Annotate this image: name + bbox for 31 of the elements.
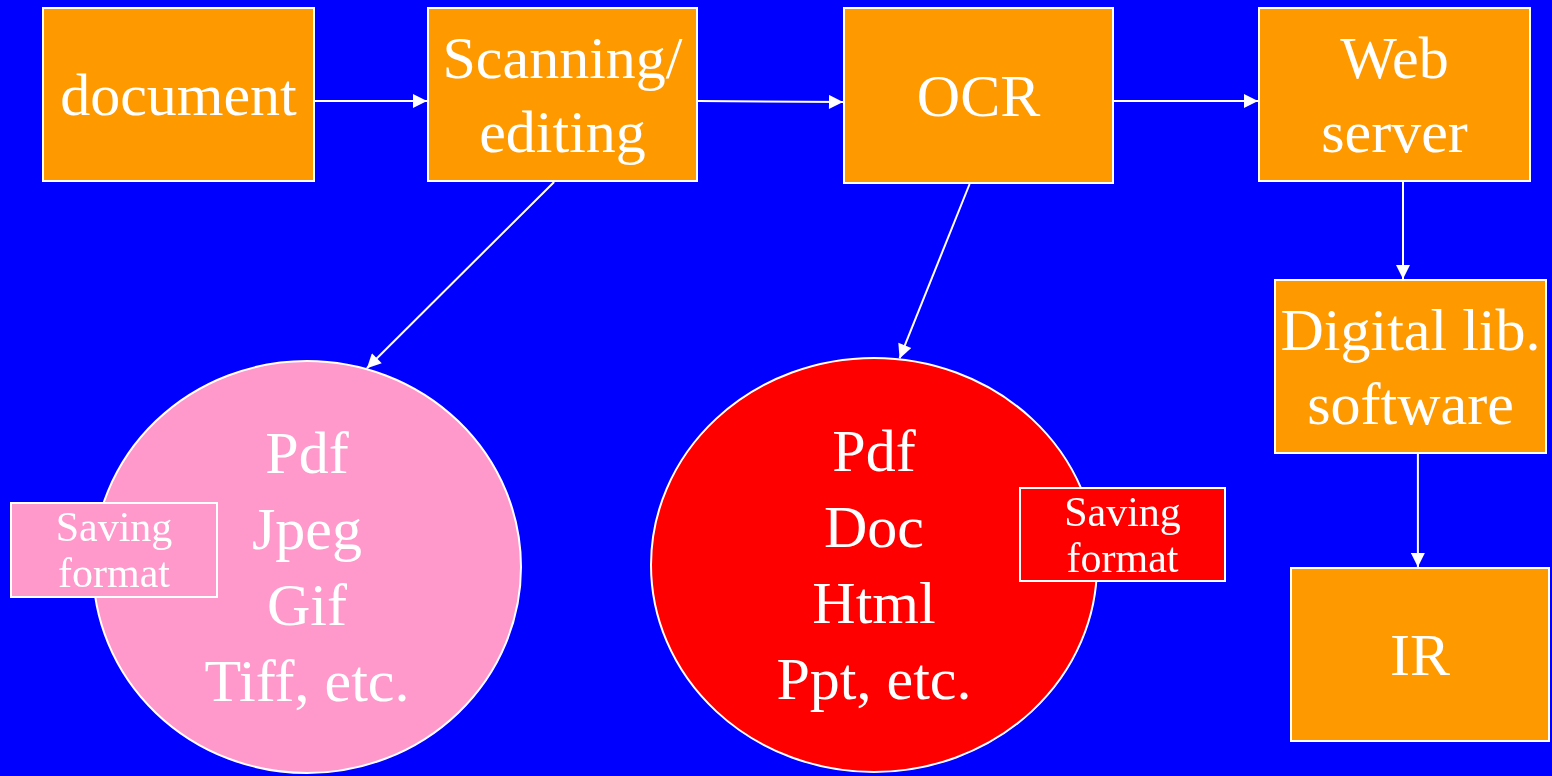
process-box — [1274, 279, 1547, 454]
process-box — [1258, 7, 1531, 182]
note-box — [10, 502, 218, 598]
process-box — [1290, 567, 1550, 742]
process-box — [427, 7, 698, 182]
format-label: Pdf — [265, 419, 349, 488]
note-box — [1019, 487, 1226, 582]
process-box — [42, 7, 315, 182]
format-label: Tiff, etc. — [204, 647, 410, 716]
node-label: OCR — [916, 61, 1041, 131]
node-label: Saving format — [1063, 488, 1182, 581]
arrow — [1410, 453, 1425, 568]
format-label: Pdf — [832, 417, 916, 486]
arrow — [697, 94, 844, 109]
node-label: IR — [1390, 620, 1450, 690]
format-label: Ppt, etc. — [776, 645, 972, 714]
format-label: Gif — [267, 571, 347, 640]
arrow — [365, 181, 556, 370]
node-label: Saving format — [54, 504, 174, 596]
arrow — [1113, 94, 1259, 108]
node-label: Digital lib. software — [1279, 295, 1542, 439]
process-box — [843, 7, 1114, 184]
arrow — [314, 94, 428, 108]
format-label: Doc — [824, 493, 924, 562]
format-label: Html — [812, 569, 936, 638]
node-label: Web server — [1320, 23, 1469, 167]
arrow — [898, 183, 971, 360]
node-label: Scanning/ editing — [441, 23, 684, 167]
node-label: document — [60, 60, 297, 130]
format-label: Jpeg — [252, 495, 362, 564]
arrow — [1396, 181, 1410, 280]
